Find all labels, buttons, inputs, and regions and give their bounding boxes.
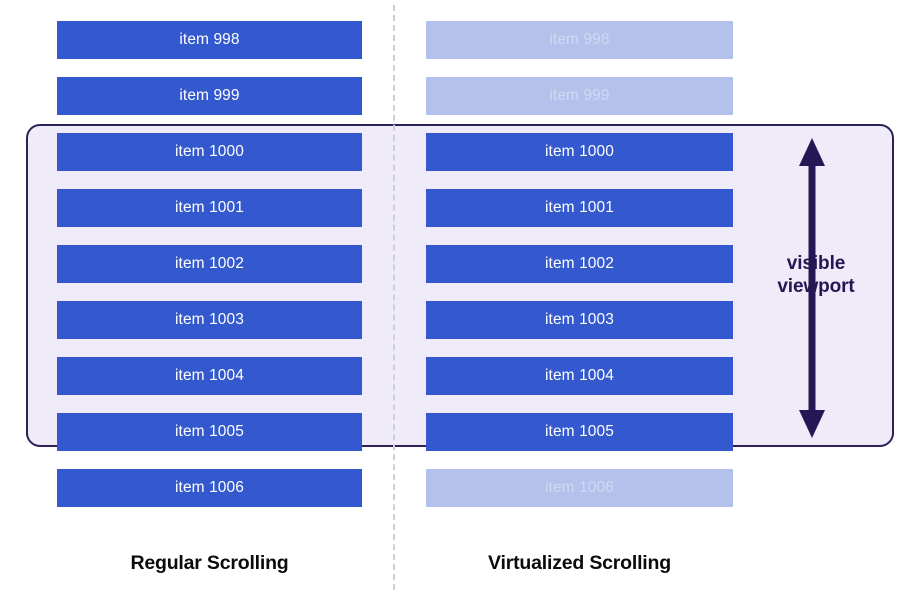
list-item: item 999	[426, 77, 733, 115]
visible-viewport-label: visible viewport	[736, 252, 896, 298]
list-item: item 1002	[57, 245, 362, 283]
list-item: item 1000	[57, 133, 362, 171]
list-item: item 1005	[426, 413, 733, 451]
list-item: item 998	[57, 21, 362, 59]
list-item: item 1000	[426, 133, 733, 171]
list-item: item 1006	[426, 469, 733, 507]
list-item: item 998	[426, 21, 733, 59]
regular-scrolling-caption: Regular Scrolling	[130, 552, 289, 574]
double-headed-vertical-arrow-icon	[799, 138, 825, 438]
list-item: item 1003	[426, 301, 733, 339]
list-item: item 1005	[57, 413, 362, 451]
visible-viewport-label-line2: viewport	[777, 276, 855, 297]
list-item: item 1003	[57, 301, 362, 339]
list-item: item 1004	[426, 357, 733, 395]
list-item: item 1001	[426, 189, 733, 227]
list-item: item 1002	[426, 245, 733, 283]
list-item: item 1006	[57, 469, 362, 507]
visible-viewport-label-line1: visible	[786, 253, 846, 274]
virtualized-scrolling-caption: Virtualized Scrolling	[488, 552, 671, 574]
column-divider	[393, 5, 395, 590]
list-item: item 999	[57, 77, 362, 115]
list-item: item 1004	[57, 357, 362, 395]
list-item: item 1001	[57, 189, 362, 227]
